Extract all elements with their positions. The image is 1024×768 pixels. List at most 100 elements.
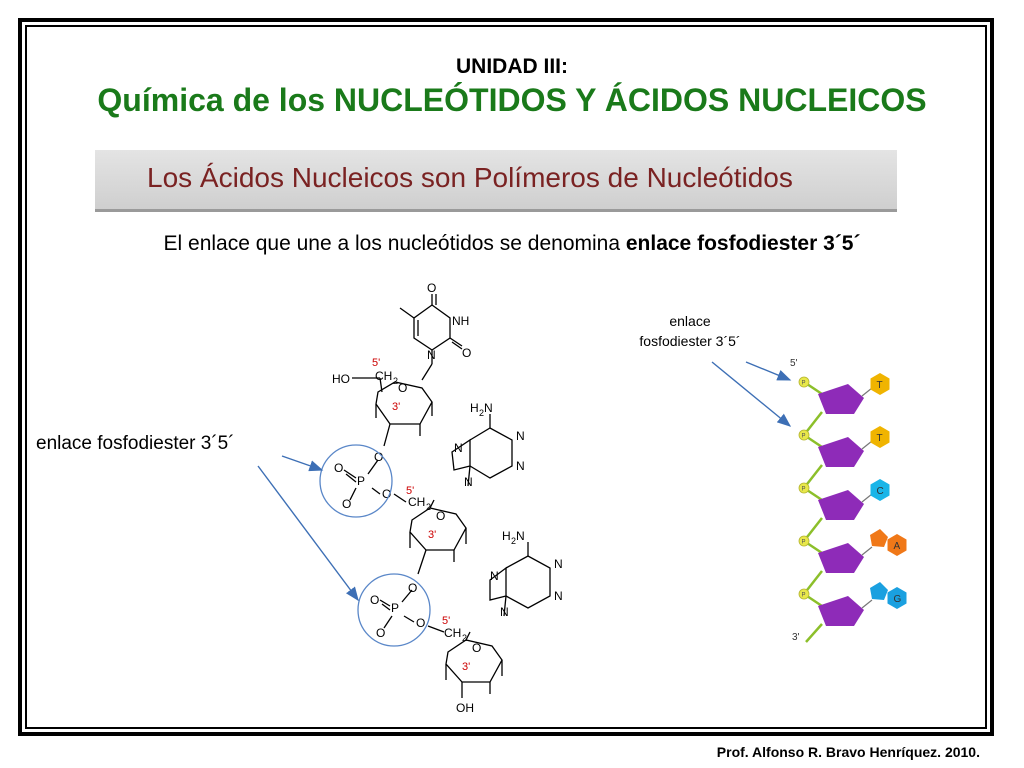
phosphate-circle xyxy=(798,376,810,388)
atom-o-minus-1: O xyxy=(342,497,351,511)
base-letter: A xyxy=(894,541,901,552)
atom-o-ring-2: O xyxy=(436,509,445,523)
marker-3prime-2: 3' xyxy=(428,529,436,541)
marker-5prime-1: 5' xyxy=(372,357,380,369)
unit-heading: UNIDAD III: xyxy=(456,55,568,78)
glycosidic-link xyxy=(861,387,873,397)
phosphate-circle xyxy=(798,535,810,547)
glycosidic-link xyxy=(861,599,873,609)
atom-h2n-1-n: N xyxy=(484,401,493,415)
base-letter: G xyxy=(894,594,902,605)
carbon-markers: 5' 3' 5' 3' 5' 3' xyxy=(372,357,470,673)
phosphate-label: P xyxy=(802,540,806,546)
atom-n-a2-2: N xyxy=(554,589,563,603)
atom-o-ester-2: O xyxy=(416,616,425,630)
glycosidic-link xyxy=(861,546,873,556)
phosphodiester-circle-1 xyxy=(319,444,393,518)
atom-ch2-3-sub: 2 xyxy=(462,633,467,643)
base-T-hexagon xyxy=(870,373,890,395)
atom-h2n-2-n: N xyxy=(516,529,525,543)
atom-o-link-2: O xyxy=(408,581,417,595)
arrow-left-1 xyxy=(281,455,324,472)
atom-ho: HO xyxy=(332,372,350,386)
description-sentence: El enlace que une a los nucleótidos se d… xyxy=(0,232,1024,256)
phosphate-circle xyxy=(798,482,810,494)
atom-n-a2-3: N xyxy=(490,569,499,583)
atom-o-ring-1: O xyxy=(398,381,407,395)
base-T-hexagon xyxy=(870,426,890,448)
atom-n-a2-1: N xyxy=(554,557,563,571)
right-bond-label-line2: fosfodiester 3´5´ xyxy=(639,333,741,349)
base-letter: C xyxy=(877,486,884,497)
atom-h2n-1-h: H xyxy=(470,401,479,415)
atom-o-minus-2: O xyxy=(376,626,385,640)
glycosidic-link xyxy=(861,440,873,450)
atom-ch2-2-sub: 2 xyxy=(426,502,431,512)
left-bond-label: enlace fosfodiester 3´5´ xyxy=(36,433,235,454)
slide-frame-inner xyxy=(25,25,987,729)
atom-ch2-1-sub: 2 xyxy=(393,376,398,386)
backbone-segment xyxy=(805,623,823,643)
atom-ch2-2: CH xyxy=(408,495,425,509)
atom-n-a1-3: N xyxy=(454,441,463,455)
right-bond-label-line1: enlace xyxy=(669,313,711,329)
atom-o-top: O xyxy=(427,281,436,295)
atom-ch2-1: CH xyxy=(375,369,392,383)
atom-labels: O NH O N HO CH 2 O O O P O O CH 2 O H 2 … xyxy=(332,281,563,715)
base-G-pentagon xyxy=(870,582,888,600)
structure-bonds xyxy=(343,294,551,698)
atom-h2n-2-h: H xyxy=(502,529,511,543)
base-G-hexagon xyxy=(887,587,907,609)
atom-p-2: P xyxy=(391,601,399,615)
phosphodiester-circle-2 xyxy=(357,573,431,647)
atom-o-right: O xyxy=(462,346,471,360)
marker-5prime-2: 5' xyxy=(406,485,414,497)
sugar-pentagon xyxy=(818,490,864,520)
glycosidic-link xyxy=(861,493,873,503)
base-A-hexagon xyxy=(887,534,907,556)
banner-text: Los Ácidos Nucleicos son Polímeros de Nu… xyxy=(147,162,793,193)
phosphate-label: P xyxy=(802,487,806,493)
sugar-pentagon xyxy=(818,384,864,414)
right-bond-label: enlace fosfodiester 3´5´ xyxy=(610,311,770,351)
marker-5prime-3: 5' xyxy=(442,615,450,627)
atom-h2n-1-sub: 2 xyxy=(479,408,484,418)
sugar-pentagon xyxy=(818,437,864,467)
atom-o-ester-1: O xyxy=(382,487,391,501)
sentence-prefix: El enlace que une a los nucleótidos se d… xyxy=(163,232,626,255)
sugar-pentagon xyxy=(818,543,864,573)
atom-n-a1-1: N xyxy=(516,429,525,443)
atom-n-a1-2: N xyxy=(516,459,525,473)
atom-o-double-2: O xyxy=(370,593,379,607)
strand-3prime-end: 3' xyxy=(792,632,800,643)
arrow-right-2 xyxy=(711,361,792,427)
atom-n-thymine: N xyxy=(427,348,436,362)
base-C-hexagon xyxy=(870,479,890,501)
phosphate-label: P xyxy=(802,381,806,387)
phosphate-label: P xyxy=(802,593,806,599)
strand-5prime-end: 5' xyxy=(790,358,798,369)
atom-o-double-1: O xyxy=(334,461,343,475)
base-letter: T xyxy=(877,433,883,444)
atom-p-1: P xyxy=(357,474,365,488)
sugar-pentagon xyxy=(818,596,864,626)
atom-n-a2-4: N xyxy=(500,605,509,619)
marker-3prime-1: 3' xyxy=(392,401,400,413)
atom-o-ring-3: O xyxy=(472,641,481,655)
atom-ch2-3: CH xyxy=(444,626,461,640)
sentence-bold-term: enlace fosfodiester 3´5´ xyxy=(625,232,861,255)
arrow-left-2 xyxy=(257,465,359,602)
slide-title: Química de los NUCLEÓTIDOS Y ÁCIDOS NUCL… xyxy=(97,82,927,118)
atom-oh: OH xyxy=(456,701,474,715)
atom-nh: NH xyxy=(452,314,469,328)
atom-o-link-1: O xyxy=(374,450,383,464)
phosphate-label: P xyxy=(802,434,806,440)
atom-n-a1-4: N xyxy=(464,475,473,489)
section-banner: Los Ácidos Nucleicos son Polímeros de Nu… xyxy=(95,150,897,212)
phosphate-circle xyxy=(798,429,810,441)
arrow-right-1 xyxy=(745,361,792,381)
atom-h2n-2-sub: 2 xyxy=(511,536,516,546)
phosphate-circle xyxy=(798,588,810,600)
